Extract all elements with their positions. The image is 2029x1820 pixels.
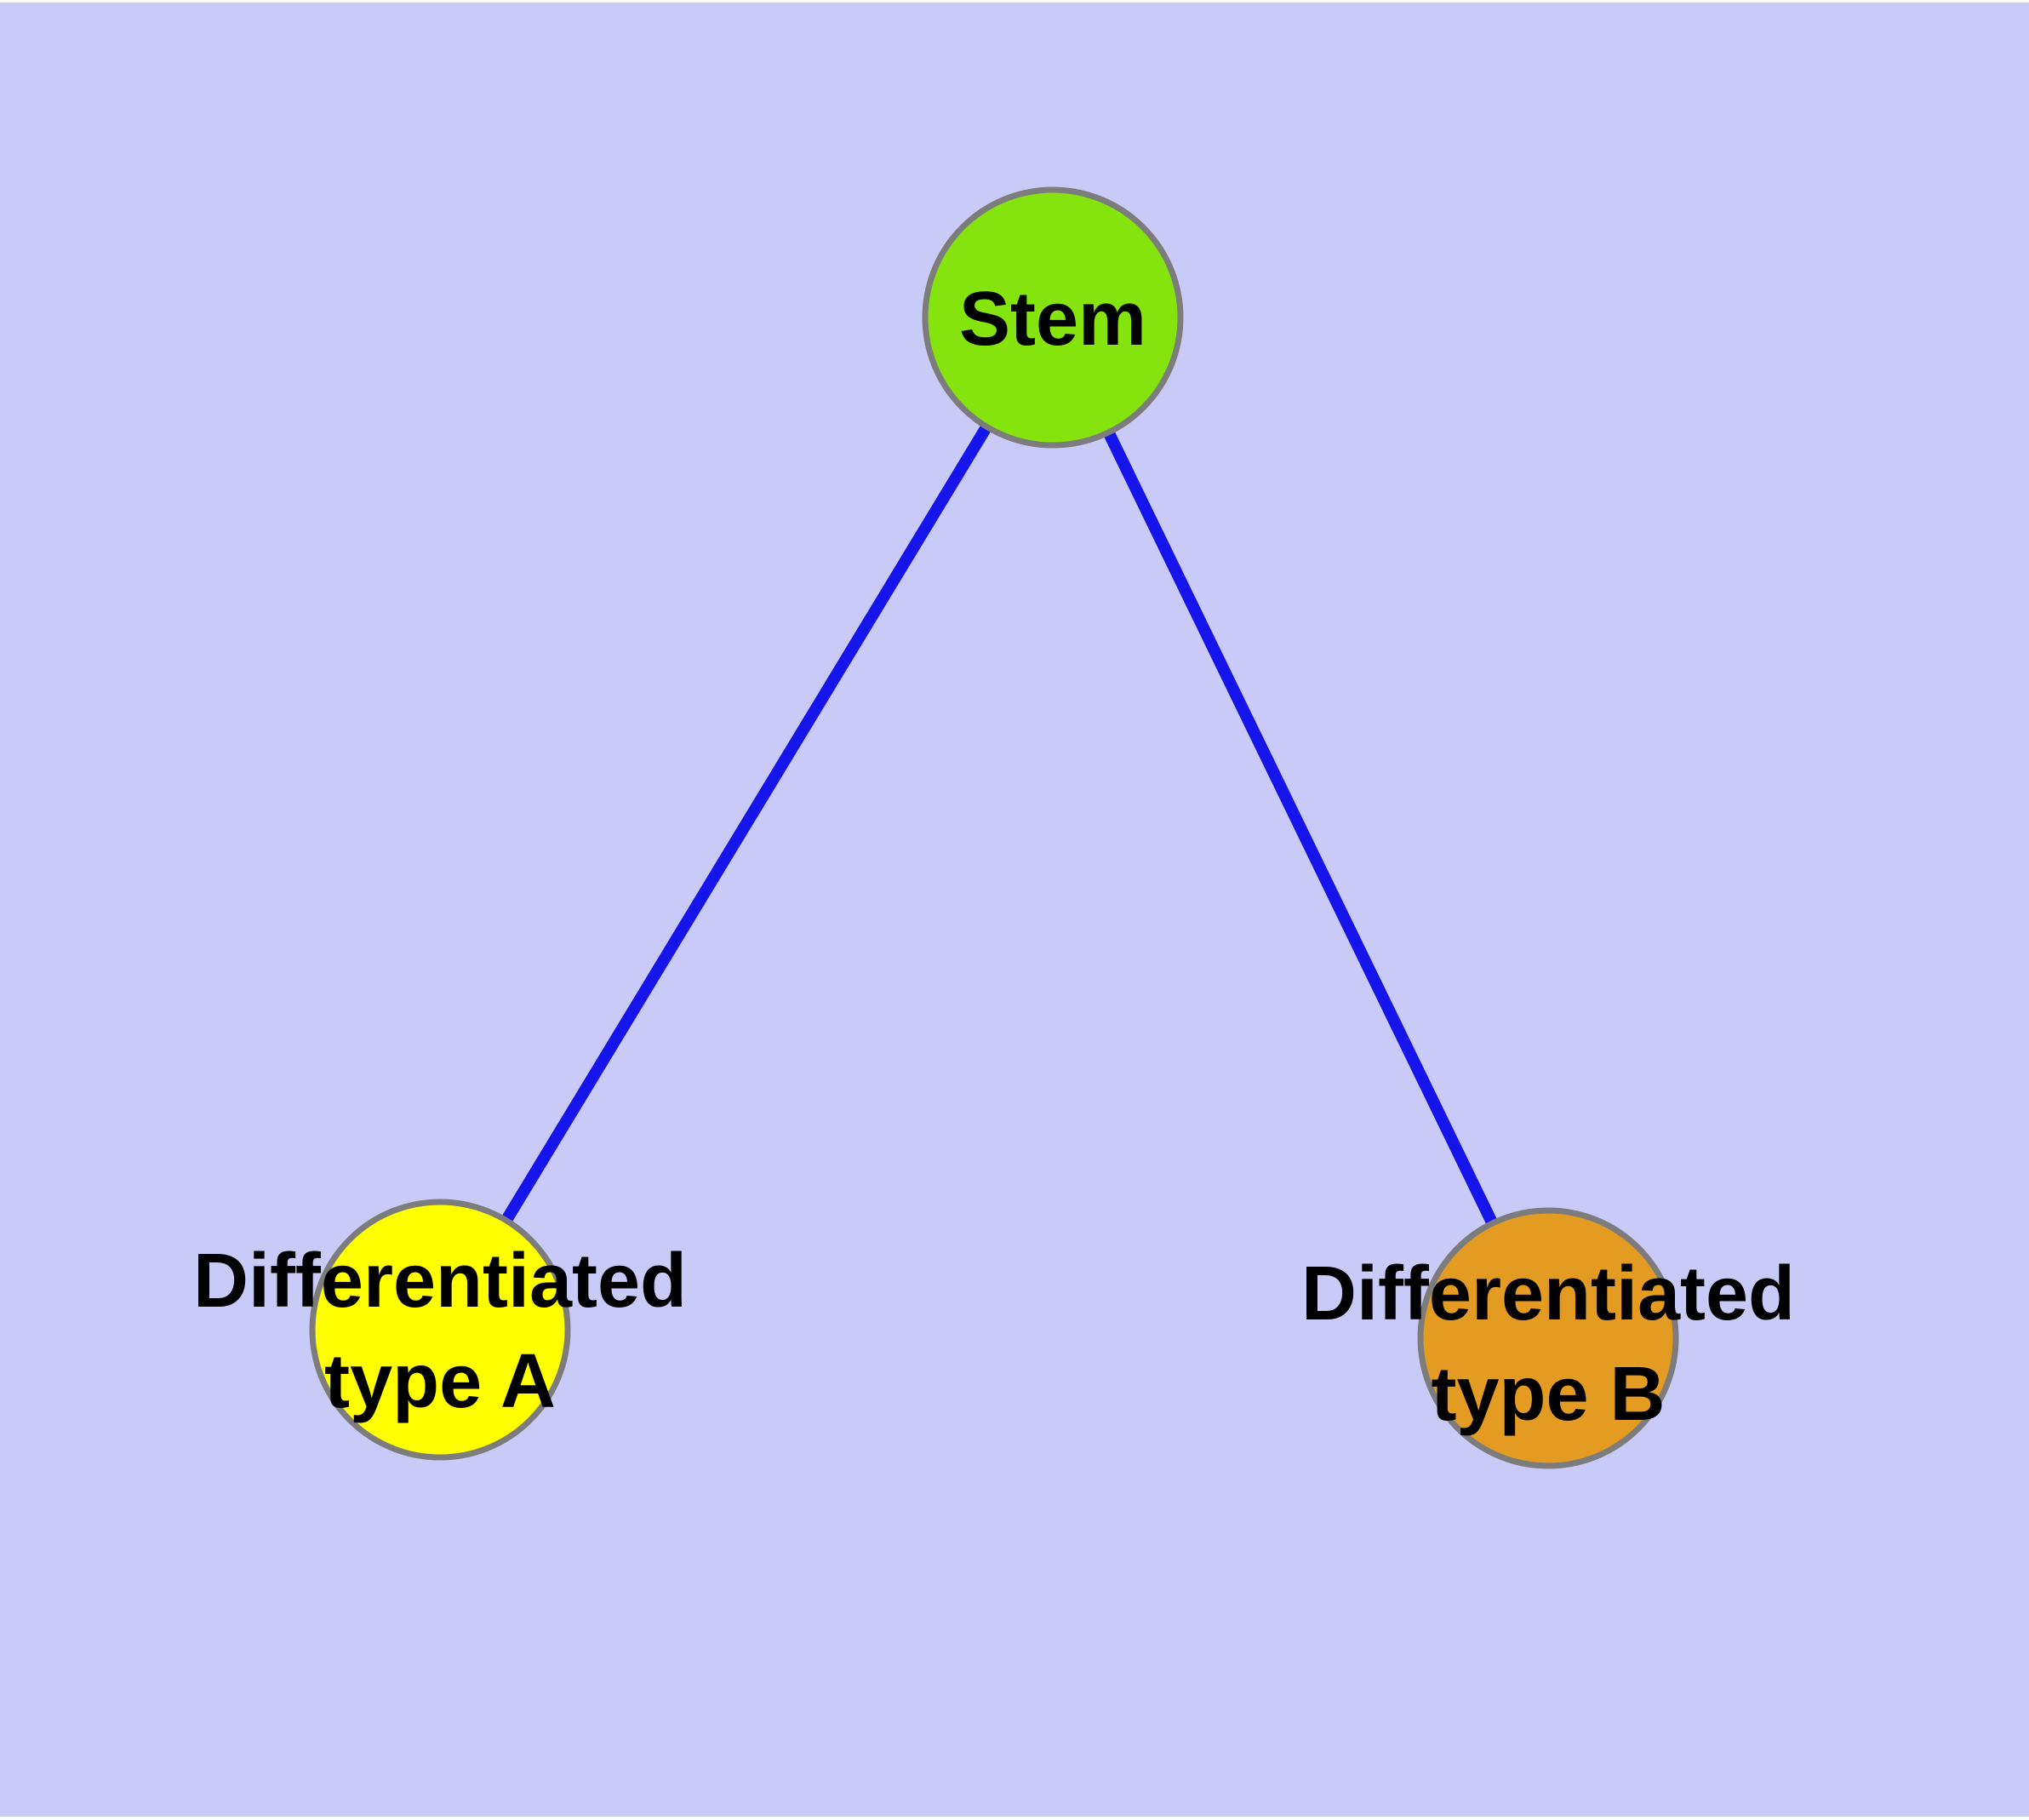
node-differentiated-type-a: Differentiated type A	[193, 1199, 687, 1461]
node-stem: Stem	[922, 186, 1184, 449]
node-stem-circle	[922, 186, 1184, 449]
node-differentiated-type-b-label-line2: type B	[1431, 1352, 1665, 1437]
node-differentiated-type-b-circle	[1417, 1207, 1679, 1469]
edge-stem-to-type-a	[435, 314, 1058, 1333]
node-differentiated-type-b-label-line1: Differentiated	[1301, 1251, 1795, 1336]
node-differentiated-type-a-label-line2: type A	[324, 1339, 556, 1424]
node-differentiated-type-a-circle	[309, 1199, 571, 1461]
edge-stem-to-type-b	[1047, 314, 1554, 1342]
node-stem-label: Stem	[959, 277, 1146, 362]
node-differentiated-type-b: Differentiated type B	[1301, 1207, 1795, 1469]
node-differentiated-type-a-label-line1: Differentiated	[193, 1239, 687, 1324]
